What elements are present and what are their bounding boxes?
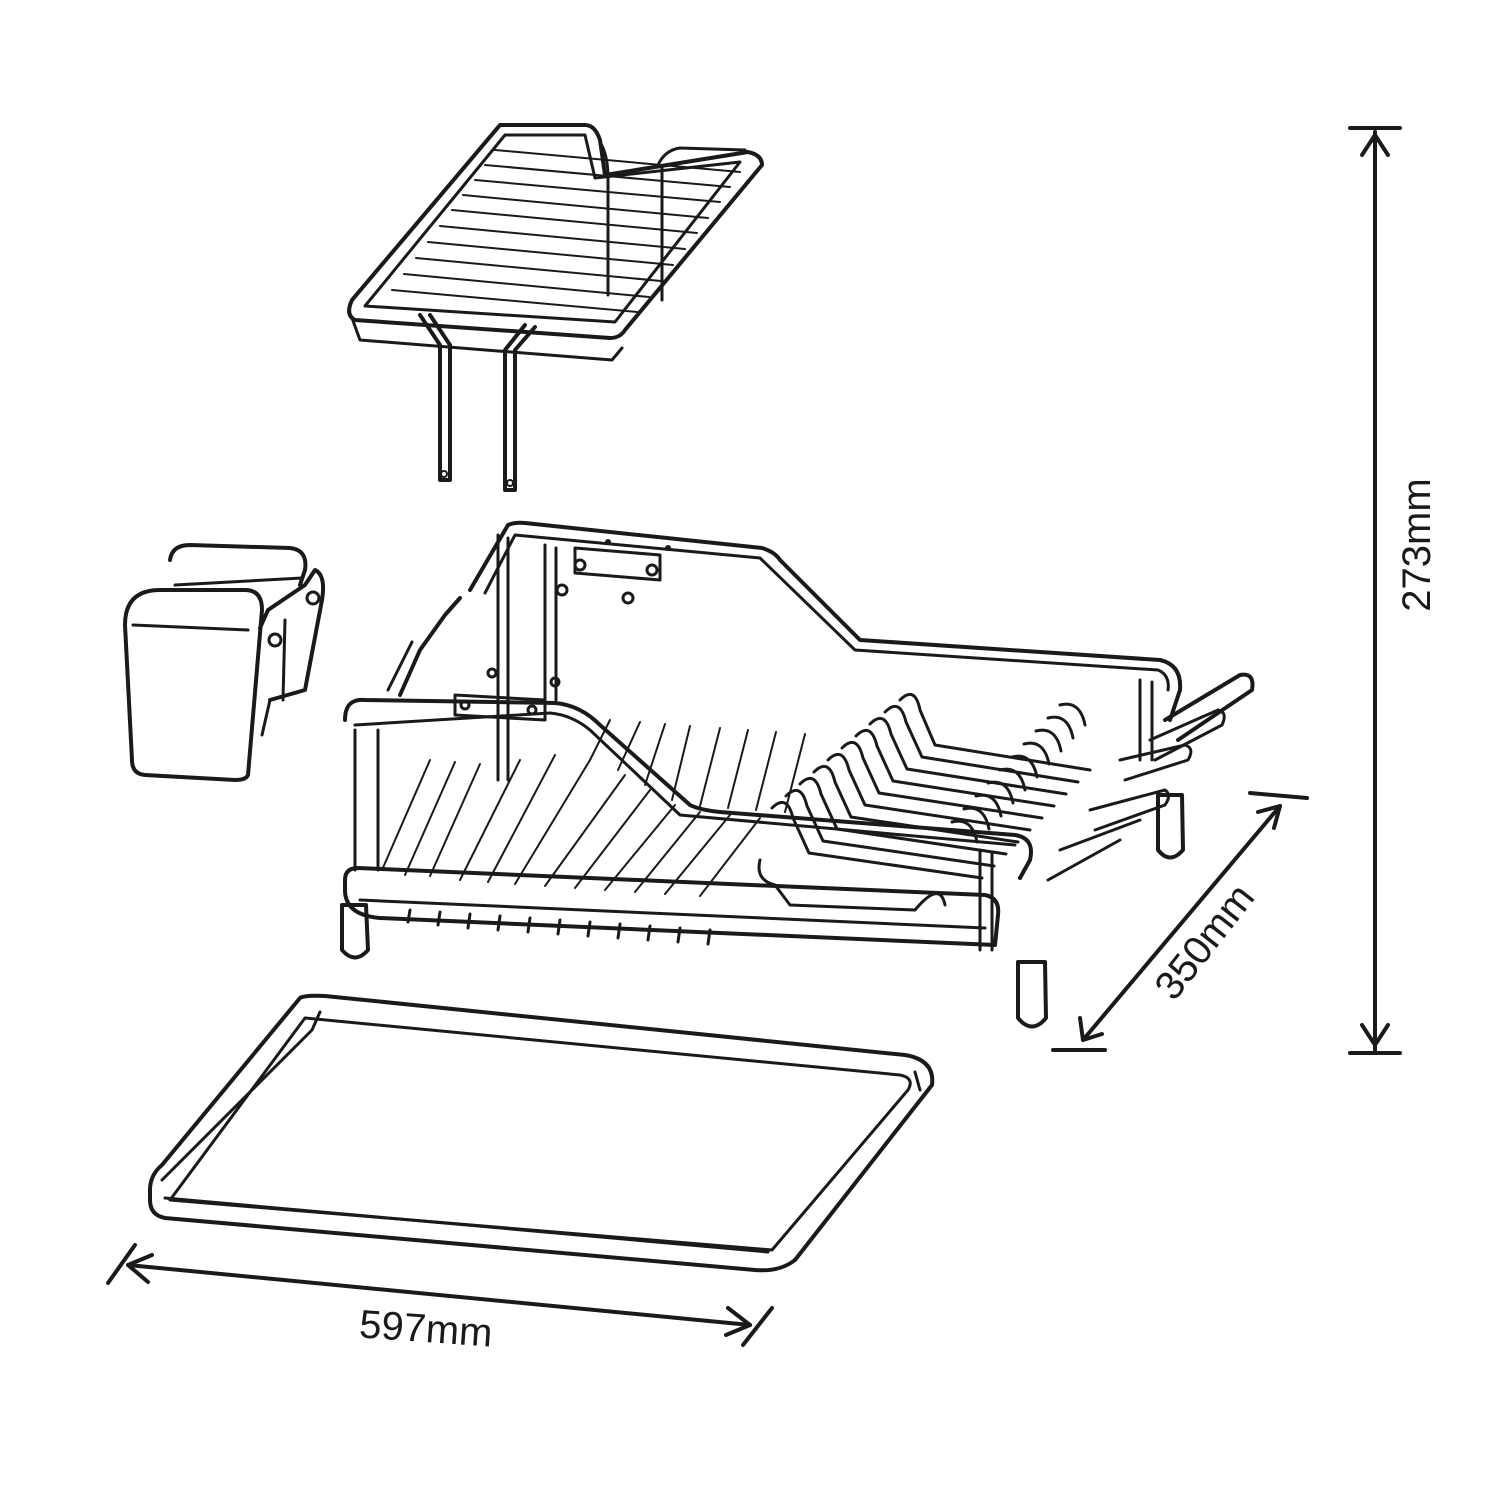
rack-feet [340, 793, 1185, 1029]
back-slats [589, 719, 806, 813]
height-dimension: 273mm [1348, 126, 1439, 1055]
width-label: 597mm [358, 1302, 494, 1355]
wall-bracket [453, 539, 671, 722]
plate-holder-wires [757, 692, 1092, 912]
main-dish-rack [340, 520, 1255, 1029]
upper-shelf-basket [347, 123, 764, 492]
base-slats [381, 754, 761, 897]
width-dimension: 597mm [106, 1243, 774, 1356]
shelf-slats [391, 149, 741, 313]
drip-teeth [406, 908, 712, 946]
side-hooks [1046, 672, 1255, 882]
depth-dimension: 350mm [1051, 791, 1309, 1052]
utensil-holder [123, 543, 326, 782]
height-label: 273mm [1395, 478, 1439, 611]
drip-tray [148, 993, 935, 1273]
